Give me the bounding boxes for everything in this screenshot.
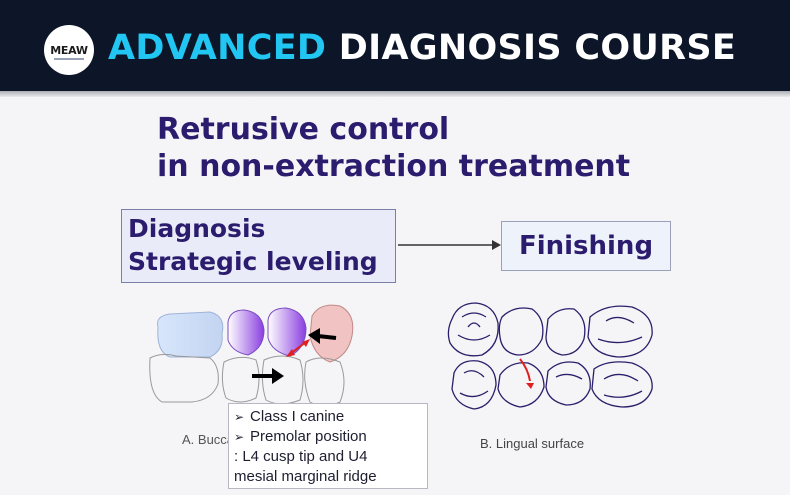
lower-tooth-4-shape xyxy=(304,357,345,407)
slide-content: Retrusive control in non-extraction trea… xyxy=(0,97,790,495)
slide-title-line1: Retrusive control xyxy=(157,112,450,147)
finishing-label: Finishing xyxy=(518,231,654,261)
upper-lingual-tooth-4-shape xyxy=(587,305,653,358)
lower-tooth-2-shape xyxy=(221,356,260,403)
lingual-teeth-illustration xyxy=(447,302,653,410)
upper-lingual-tooth-3-shape xyxy=(545,308,586,356)
course-header: MEAW ADVANCED DIAGNOSIS COURSE xyxy=(0,0,790,91)
note-item-1-text: Class I canine xyxy=(250,408,345,425)
course-title: ADVANCED DIAGNOSIS COURSE xyxy=(108,22,736,74)
lower-tooth-3-shape xyxy=(261,355,304,405)
slide-title-line2: in non-extraction treatment xyxy=(157,149,631,184)
strategic-leveling-label: Strategic leveling xyxy=(128,247,378,276)
flow-arrow-icon xyxy=(398,240,501,250)
black-arrow-upper-icon xyxy=(308,328,337,344)
note-item-1: ➢ Class I canine xyxy=(234,407,423,427)
bullet-arrow-icon: ➢ xyxy=(234,430,245,444)
finishing-box: Finishing xyxy=(501,221,671,271)
header-divider xyxy=(0,91,790,99)
note-item-2-detail-1: : L4 cusp tip and U4 xyxy=(234,448,368,465)
black-arrow-lower-icon xyxy=(252,368,284,384)
slide-title: Retrusive control in non-extraction trea… xyxy=(157,111,717,185)
course-title-accent: ADVANCED xyxy=(108,28,327,68)
note-item-2-detail-2: mesial marginal ridge xyxy=(234,468,377,485)
logo-text: MEAW xyxy=(50,43,88,57)
figure-b-caption: B. Lingual surface xyxy=(480,436,585,451)
upper-lingual-tooth-1-shape xyxy=(447,302,499,357)
bullet-arrow-icon: ➢ xyxy=(234,410,245,424)
notes-box: ➢ Class I canine ➢ Premolar position : L4 … xyxy=(228,403,428,489)
lower-tooth-1-shape xyxy=(149,353,219,403)
lower-lingual-tooth-4-shape xyxy=(591,361,653,408)
logo-underline xyxy=(54,58,84,60)
lower-lingual-tooth-1-shape xyxy=(451,360,497,410)
lower-lingual-tooth-2-shape xyxy=(497,362,545,408)
red-contact-arrow-icon xyxy=(519,358,534,389)
red-double-arrow-icon xyxy=(286,339,310,357)
buccal-teeth-illustration xyxy=(149,304,354,407)
lower-lingual-tooth-3-shape xyxy=(545,361,591,406)
course-title-rest: DIAGNOSIS COURSE xyxy=(338,28,737,68)
upper-premolar-2-shape xyxy=(267,307,307,357)
note-item-2: ➢ Premolar position xyxy=(234,427,423,447)
note-item-2-text: Premolar position xyxy=(250,428,367,445)
meaw-logo: MEAW xyxy=(44,25,94,75)
upper-lingual-tooth-2-shape xyxy=(498,307,544,356)
upper-molar-shape xyxy=(157,311,224,358)
upper-premolar-1-shape xyxy=(227,309,265,356)
diagnosis-label: Diagnosis xyxy=(128,214,266,243)
upper-canine-shape xyxy=(309,304,354,363)
diagnosis-box: Diagnosis Strategic leveling xyxy=(121,209,396,283)
